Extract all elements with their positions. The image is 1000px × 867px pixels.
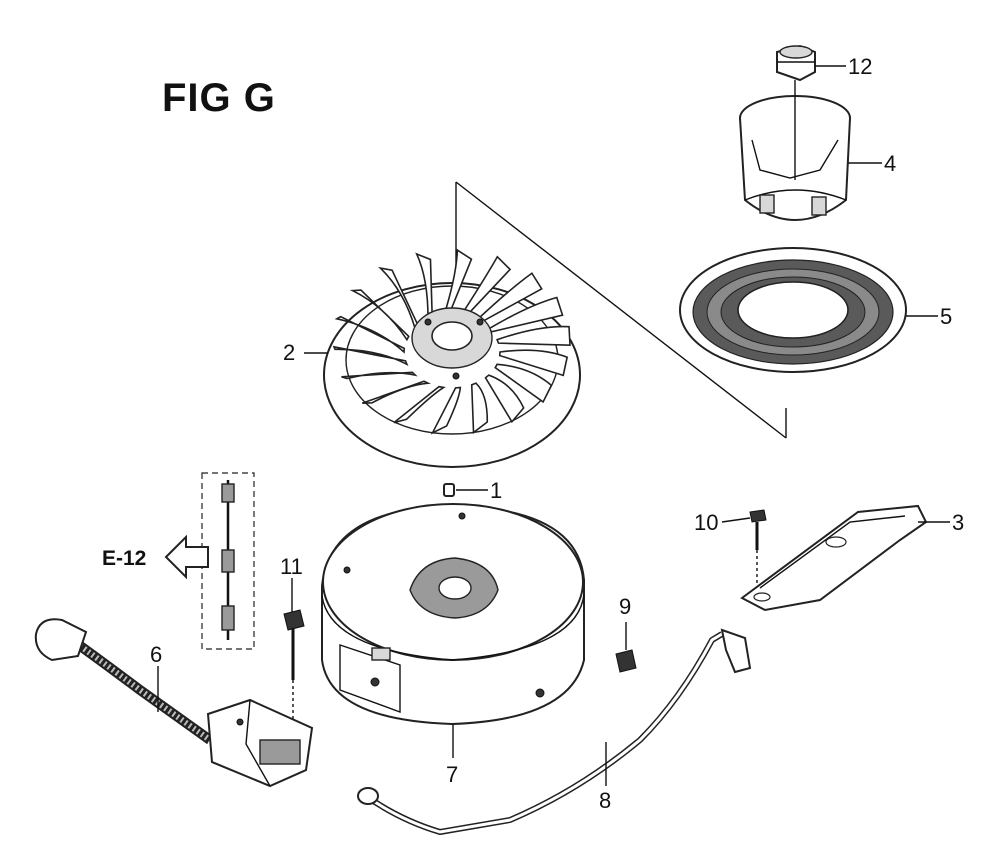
callout-9: 9 (619, 594, 631, 619)
reference-label: E-12 (102, 547, 146, 570)
part-4-pulley (739, 80, 851, 221)
part-12-nut (776, 44, 816, 82)
fan-blade (334, 315, 406, 354)
fan-blade (341, 371, 418, 380)
part-7-flywheel (321, 503, 585, 726)
figure-title: FIG G (162, 76, 276, 120)
callout-4: 4 (884, 151, 896, 176)
callout-5: 5 (940, 304, 952, 329)
part-11-bolt (283, 609, 305, 730)
fan-blade (393, 385, 446, 424)
fan-blade (470, 382, 489, 435)
callout-12: 12 (848, 54, 872, 79)
callout-6: 6 (150, 642, 162, 667)
part-8-wire (357, 628, 752, 836)
callout-7: 7 (446, 762, 458, 787)
part-3-bracket (740, 504, 928, 612)
fan-blade (362, 380, 431, 404)
fan-blade (459, 255, 512, 319)
fan-blade (498, 349, 569, 377)
fan-blade (484, 374, 525, 424)
callout-11: 11 (280, 554, 303, 579)
callout-8: 8 (599, 788, 611, 813)
callout-labels: 1 2 3 4 5 6 7 8 9 10 11 12 (150, 54, 964, 813)
fan-blade (332, 345, 409, 367)
part-5-spring (679, 247, 907, 373)
leader-lines (157, 65, 950, 786)
callout-1: 1 (490, 478, 502, 503)
fan-blade (415, 252, 434, 322)
part-9-clip (615, 649, 637, 673)
fan-blade (474, 272, 543, 324)
fan-blade (494, 363, 553, 404)
fan-blade (496, 325, 571, 347)
fan-blade (442, 248, 473, 318)
fan-blade (430, 386, 462, 435)
reference-arrow: E-12 (102, 534, 209, 580)
part-10-screw (749, 509, 767, 586)
fan-blade (349, 289, 410, 342)
fan-blade (377, 266, 420, 331)
part-1-key (443, 483, 455, 497)
fan-blade (487, 296, 564, 333)
callout-3: 3 (952, 510, 964, 535)
callout-2: 2 (283, 340, 295, 365)
part-6-ignition-coil (34, 472, 314, 788)
callout-10: 10 (694, 510, 718, 535)
part-2-cooling-fan (323, 248, 581, 468)
